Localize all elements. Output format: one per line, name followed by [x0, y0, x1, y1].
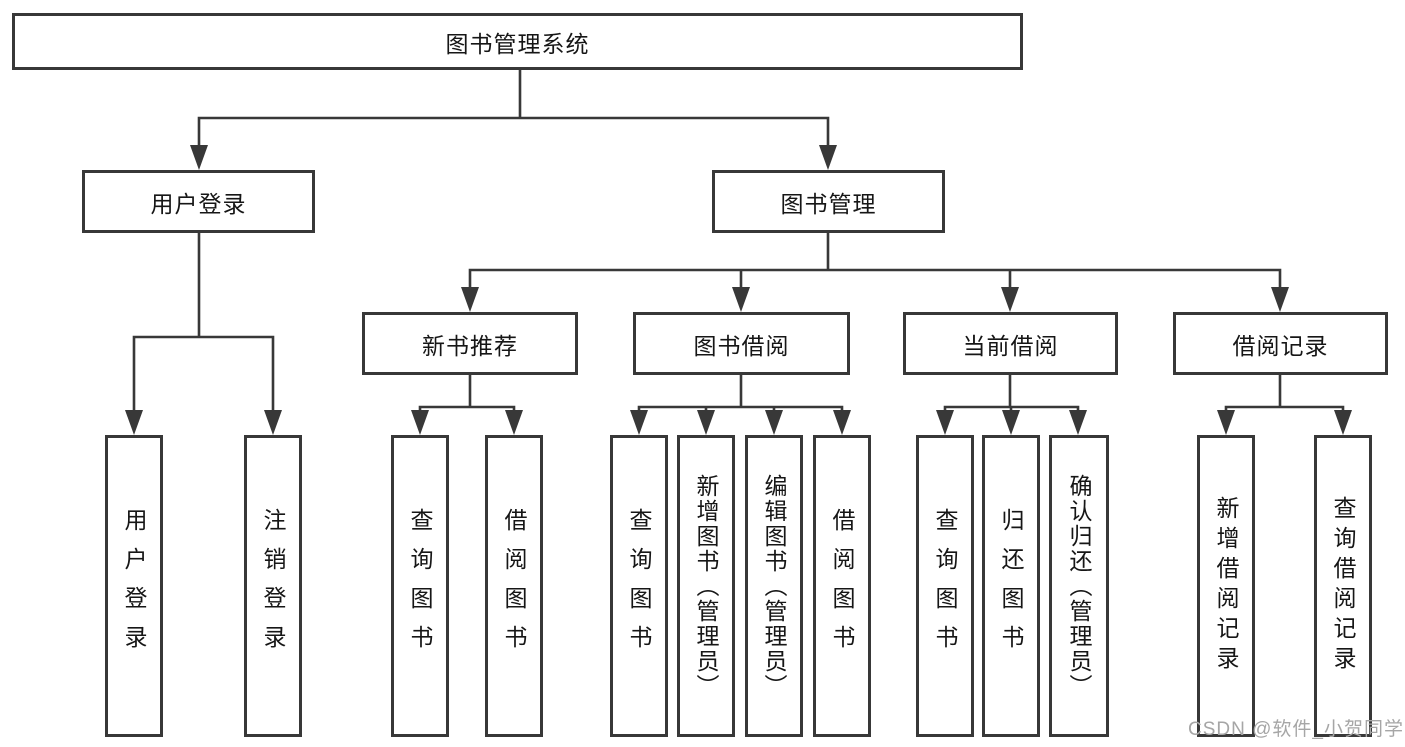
leaf-add-borrow-record: 新增借阅记录 [1197, 435, 1255, 737]
arrow-down-icon [125, 410, 143, 435]
node-label: 当前借阅 [962, 332, 1059, 359]
node-label: 图书管理系统 [445, 30, 590, 57]
arrow-down-icon [1334, 410, 1352, 435]
arrow-down-icon [461, 287, 479, 312]
node-borrow-record: 借阅记录 [1173, 312, 1388, 375]
node-label: 确认归还（管理员） [1066, 473, 1092, 699]
node-root-system: 图书管理系统 [12, 13, 1023, 70]
node-label: 归还图书 [998, 508, 1024, 664]
node-label: 图书借阅 [693, 332, 790, 359]
arrow-down-icon [630, 410, 648, 435]
node-user-login: 用户登录 [82, 170, 315, 233]
leaf-borrow-book-recommend: 借阅图书 [485, 435, 543, 737]
leaf-return-book: 归还图书 [982, 435, 1040, 737]
arrow-down-icon [732, 287, 750, 312]
node-label: 新书推荐 [422, 332, 518, 359]
csdn-watermark: CSDN @软件_小贺同学 [1188, 719, 1404, 740]
leaf-query-book-recommend: 查询图书 [391, 435, 449, 737]
arrow-down-icon [819, 145, 837, 170]
node-current-borrow: 当前借阅 [903, 312, 1118, 375]
leaf-borrow-book: 借阅图书 [813, 435, 871, 737]
leaf-query-book-borrow: 查询图书 [610, 435, 668, 737]
arrow-down-icon [936, 410, 954, 435]
node-new-book-recommend: 新书推荐 [362, 312, 578, 375]
arrow-down-icon [1001, 287, 1019, 312]
node-label: 新增借阅记录 [1213, 496, 1239, 676]
node-label: 编辑图书（管理员） [761, 473, 787, 699]
node-label: 借阅图书 [829, 508, 855, 664]
node-label: 查询借阅记录 [1330, 496, 1356, 676]
leaf-confirm-return-admin: 确认归还（管理员） [1049, 435, 1109, 737]
arrow-down-icon [190, 145, 208, 170]
leaf-query-book-current: 查询图书 [916, 435, 974, 737]
arrow-down-icon [1002, 410, 1020, 435]
arrow-down-icon [1217, 410, 1235, 435]
node-label: 用户登录 [150, 190, 247, 217]
node-label: 借阅图书 [501, 508, 527, 664]
node-label: 图书管理 [780, 190, 877, 217]
node-label: 查询图书 [932, 508, 958, 664]
arrow-down-icon [765, 410, 783, 435]
node-label: 新增图书（管理员） [693, 473, 719, 699]
node-label: 查询图书 [407, 508, 433, 664]
arrow-down-icon [505, 410, 523, 435]
leaf-edit-book-admin: 编辑图书（管理员） [745, 435, 803, 737]
arrow-down-icon [264, 410, 282, 435]
arrow-down-icon [833, 410, 851, 435]
node-label: 用户登录 [121, 508, 147, 664]
node-label: 注销登录 [260, 508, 286, 664]
node-book-borrow: 图书借阅 [633, 312, 850, 375]
node-label: 查询图书 [626, 508, 652, 664]
arrow-down-icon [411, 410, 429, 435]
leaf-user-login: 用户登录 [105, 435, 163, 737]
arrow-down-icon [1069, 410, 1087, 435]
leaf-logout: 注销登录 [244, 435, 302, 737]
leaf-query-borrow-record: 查询借阅记录 [1314, 435, 1372, 737]
leaf-add-book-admin: 新增图书（管理员） [677, 435, 735, 737]
arrowheads [125, 145, 1352, 435]
node-book-management: 图书管理 [712, 170, 945, 233]
arrow-down-icon [1271, 287, 1289, 312]
node-label: 借阅记录 [1232, 332, 1329, 359]
arrow-down-icon [697, 410, 715, 435]
